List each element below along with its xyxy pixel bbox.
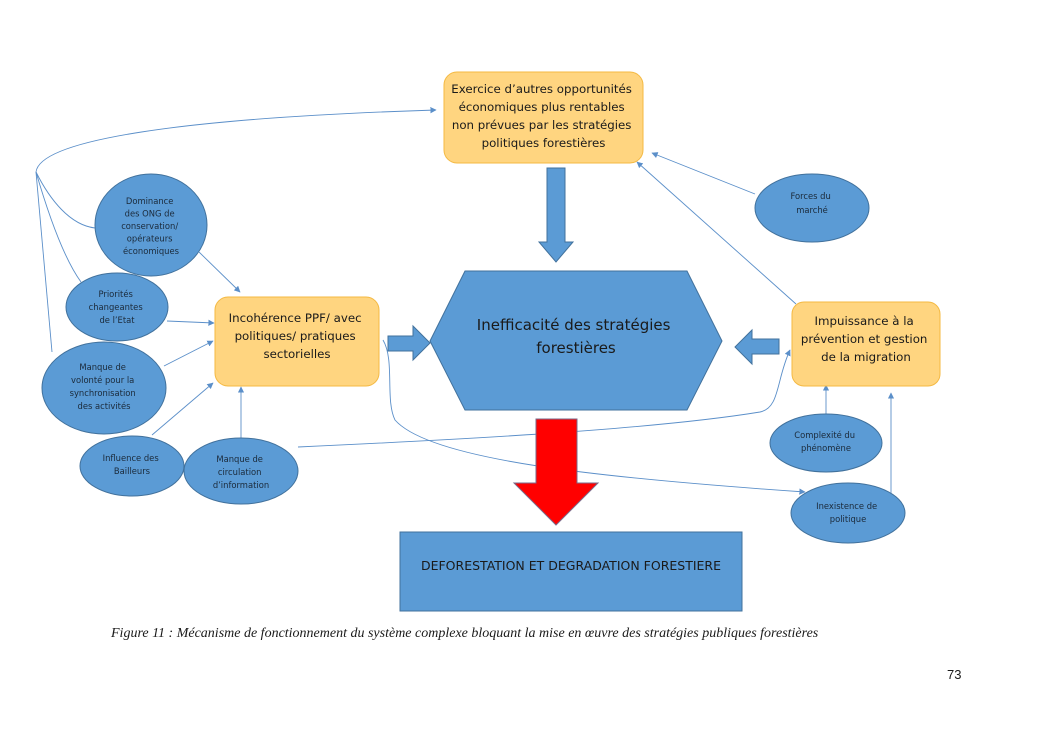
connector-right-box-to-top-box xyxy=(636,161,797,305)
figure-caption: Figure 11 : Mécanisme de fonctionnement … xyxy=(111,626,931,642)
top-box-label: Exercice d’autres opportunités économiqu… xyxy=(451,82,635,150)
figure-caption-label: Figure 11 xyxy=(111,626,166,641)
node-impuissance-box: Impuissance à la prévention et gestion d… xyxy=(791,301,941,387)
arrow-right-box-to-hex xyxy=(734,328,780,366)
connectors xyxy=(35,107,895,495)
incoherence-box-label: Incohérence PPF/ avec politiques/ pratiq… xyxy=(229,311,366,361)
page-number: 73 xyxy=(947,667,962,682)
node-inefficacite-hexagon: Inefficacité des stratégies forestières xyxy=(429,270,723,411)
bailleurs-label: Influence des Bailleurs xyxy=(103,453,162,476)
connector-circulation-to-right-box xyxy=(297,349,791,448)
deforestation-label: DEFORESTATION ET DEGRADATION FORESTIERE xyxy=(421,558,721,573)
dominance-label: Dominance des ONG de conservation/ opéra… xyxy=(121,196,181,256)
arrow-hex-to-deforestation xyxy=(512,418,600,526)
oval-dominance: Dominance des ONG de conservation/ opéra… xyxy=(94,173,208,277)
impuissance-box-label: Impuissance à la prévention et gestion d… xyxy=(801,314,931,364)
connector-hub-to-volonte xyxy=(35,171,53,353)
oval-priorites: Priorités changeantes de l’Etat xyxy=(65,272,169,342)
inefficacite-label: Inefficacité des stratégies forestières xyxy=(477,316,675,357)
connector-left-hub-to-top-box xyxy=(35,107,437,173)
node-incoherence-box: Incohérence PPF/ avec politiques/ pratiq… xyxy=(214,296,380,387)
connector-hub-to-priorites xyxy=(35,171,82,283)
complexite-label: Complexité du phénomène xyxy=(794,430,857,453)
connector-volonte-to-left-box xyxy=(163,340,214,367)
connector-priorites-to-left-box xyxy=(166,319,215,326)
connector-forces-to-top-box xyxy=(651,152,756,195)
connector-bailleurs-to-left-box xyxy=(151,382,214,436)
priorites-label: Priorités changeantes de l’Etat xyxy=(89,289,146,325)
arrow-left-box-to-hex xyxy=(387,324,431,362)
circulation-label: Manque de circulation d’information xyxy=(213,454,269,490)
node-deforestation-box: DEFORESTATION ET DEGRADATION FORESTIERE xyxy=(399,531,743,612)
arrow-top-box-to-hex xyxy=(537,167,575,263)
connector-left-box-to-inexistence xyxy=(382,339,806,495)
connector-dominance-to-left-box xyxy=(198,251,241,293)
connector-hub-to-dominance xyxy=(35,171,96,229)
oval-complexite: Complexité du phénomène xyxy=(769,413,883,473)
volonte-label: Manque de volonté pour la synchronisatio… xyxy=(70,362,139,411)
figure-caption-text: : Mécanisme de fonctionnement du système… xyxy=(165,626,819,641)
inexistence-label: Inexistence de politique xyxy=(816,501,880,524)
node-top-box: Exercice d’autres opportunités économiqu… xyxy=(443,71,644,164)
oval-volonte: Manque de volonté pour la synchronisatio… xyxy=(41,341,167,435)
oval-inexistence: Inexistence de politique xyxy=(790,482,906,544)
forces-marche-label: Forces du marché xyxy=(791,191,834,215)
oval-forces-marche: Forces du marché xyxy=(754,173,870,243)
oval-circulation: Manque de circulation d’information xyxy=(183,437,299,505)
oval-bailleurs: Influence des Bailleurs xyxy=(79,435,185,497)
